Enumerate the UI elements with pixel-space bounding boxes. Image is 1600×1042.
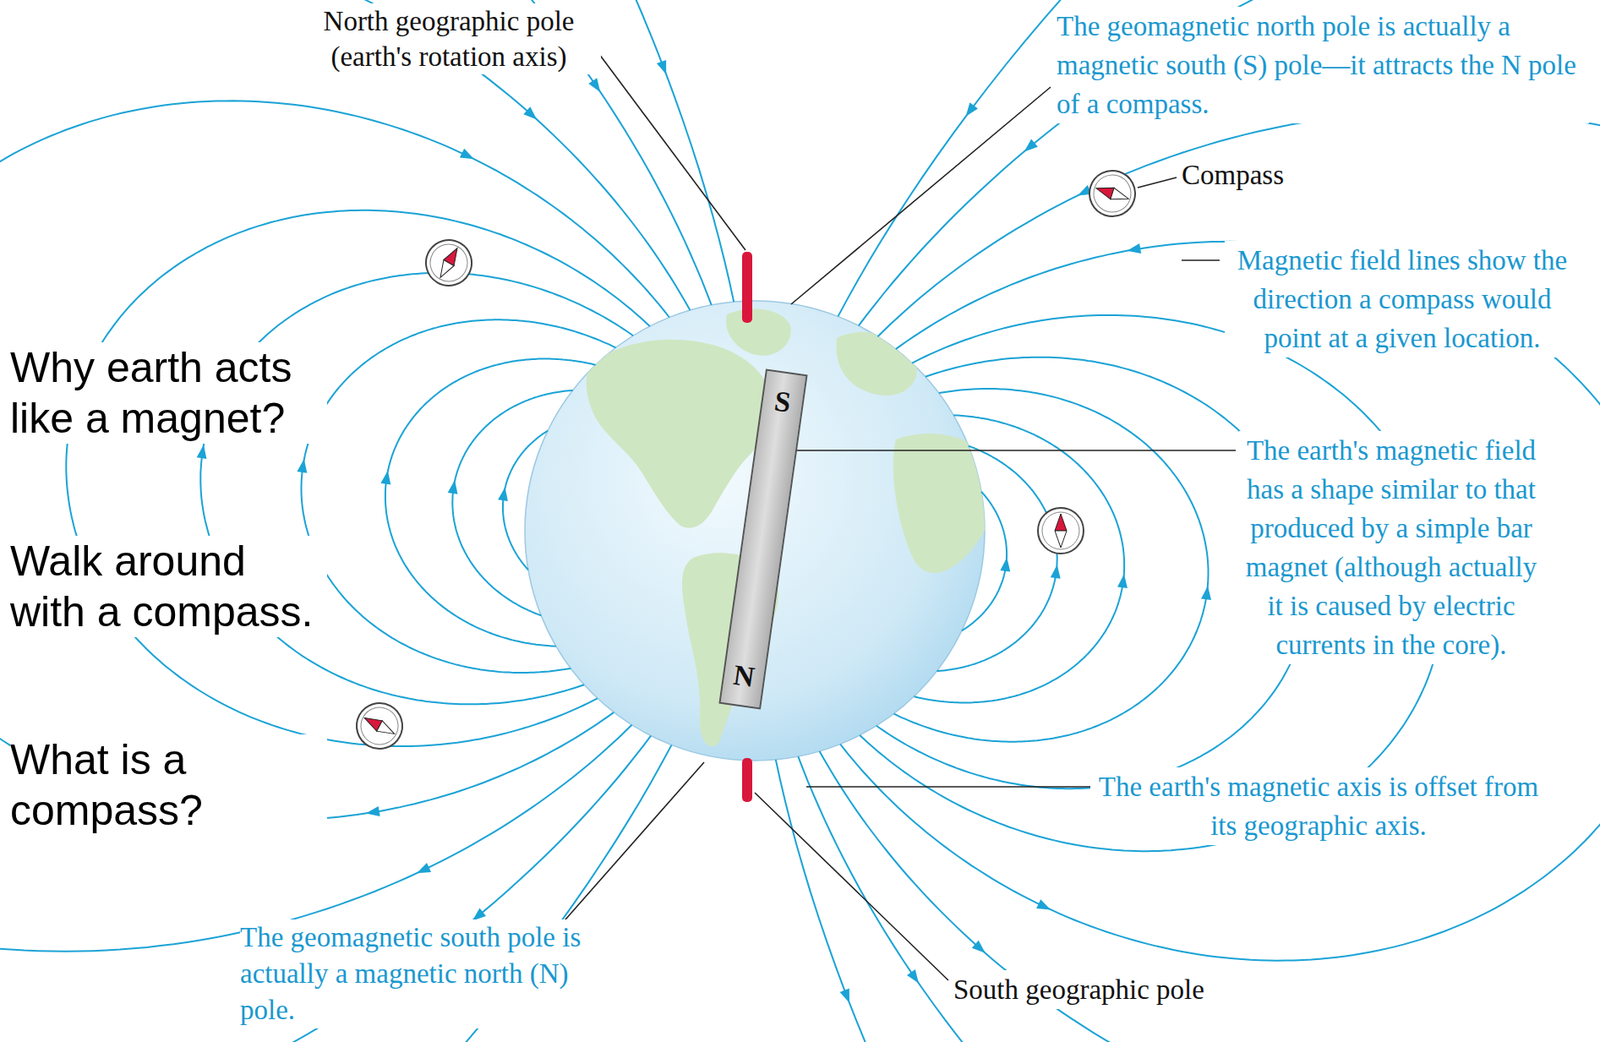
field-line bbox=[0, 0, 690, 952]
greenland bbox=[726, 309, 792, 356]
compass-dial bbox=[1042, 512, 1080, 550]
field-line bbox=[0, 0, 734, 1042]
field-line bbox=[0, 0, 712, 1042]
leader-line bbox=[806, 786, 1099, 788]
field-arrowhead bbox=[588, 77, 601, 93]
field-line bbox=[936, 446, 1057, 672]
leader-line bbox=[1181, 259, 1220, 262]
field-arrowhead bbox=[1036, 899, 1051, 910]
compass-case bbox=[1037, 507, 1084, 554]
compass-needle-south bbox=[435, 260, 454, 281]
compass-case bbox=[348, 694, 410, 757]
pole-label: North geographic pole (earth's rotation … bbox=[296, 3, 601, 75]
magnet-pole-letter: N bbox=[731, 658, 757, 695]
field-line bbox=[961, 491, 1007, 632]
question-text: What is a compass? bbox=[10, 734, 328, 836]
compass bbox=[1037, 507, 1084, 554]
field-arrowhead bbox=[1117, 573, 1128, 589]
pole-label: South geographic pole bbox=[953, 970, 1205, 1010]
field-line bbox=[797, 0, 1600, 1042]
field-line bbox=[65, 210, 650, 747]
field-arrowhead bbox=[416, 862, 432, 874]
field-arrowhead bbox=[656, 60, 667, 75]
africa bbox=[893, 433, 999, 574]
field-arrowhead bbox=[972, 940, 986, 954]
continents bbox=[586, 309, 999, 748]
field-line bbox=[301, 319, 617, 673]
south-geographic-pole-bar bbox=[742, 758, 753, 803]
compasses bbox=[348, 164, 1142, 758]
compass-needle-south bbox=[1054, 530, 1067, 548]
field-arrowhead bbox=[966, 102, 978, 117]
field-line bbox=[200, 273, 634, 705]
field-arrowhead bbox=[196, 444, 208, 459]
field-line bbox=[385, 359, 596, 647]
compass-dial bbox=[423, 237, 475, 289]
field-arrowhead bbox=[1126, 243, 1142, 254]
callout-note: The geomagnetic south pole is actually a… bbox=[240, 919, 587, 1029]
leader-line bbox=[754, 792, 949, 981]
compass-needle-south bbox=[1110, 187, 1131, 204]
field-arrowhead bbox=[1050, 564, 1061, 579]
field-line bbox=[452, 390, 573, 616]
compass-case bbox=[417, 231, 481, 295]
callout-note: The earth's magnetic axis is offset from… bbox=[1090, 767, 1547, 846]
compass bbox=[348, 694, 410, 757]
field-line bbox=[913, 415, 1125, 703]
compass bbox=[417, 231, 481, 295]
compass-needle-north bbox=[1054, 513, 1067, 531]
field-arrowhead bbox=[365, 806, 381, 817]
compass-case bbox=[1083, 164, 1142, 223]
field-arrowhead bbox=[447, 480, 459, 495]
field-arrowhead bbox=[1024, 139, 1038, 153]
field-line bbox=[0, 100, 670, 820]
field-line bbox=[894, 388, 1209, 743]
leader-line bbox=[591, 43, 746, 251]
field-arrowhead bbox=[906, 969, 919, 984]
leader-line bbox=[1137, 177, 1177, 188]
compass-needle-south bbox=[376, 720, 398, 740]
field-arrowhead bbox=[380, 470, 391, 486]
field-arrowhead bbox=[1201, 585, 1212, 601]
field-arrowhead bbox=[296, 458, 307, 474]
field-line bbox=[840, 241, 1600, 962]
compass-label: Compass bbox=[1181, 155, 1284, 195]
field-arrowhead bbox=[459, 148, 475, 159]
compass-dial bbox=[1088, 169, 1136, 217]
field-line bbox=[502, 431, 548, 571]
compass bbox=[1083, 164, 1142, 223]
callout-note: The geomagnetic north pole is actually a… bbox=[1056, 6, 1590, 124]
callout-note: The earth's magnetic field has a shape s… bbox=[1239, 431, 1544, 665]
leader-line bbox=[559, 762, 705, 927]
leader-line bbox=[791, 87, 1051, 305]
north-geographic-pole-bar bbox=[742, 251, 753, 323]
compass-dial bbox=[354, 700, 405, 752]
magnet-pole-letter: S bbox=[772, 383, 793, 420]
question-text: Why earth acts like a magnet? bbox=[10, 342, 328, 444]
question-text: Walk around with a compass. bbox=[10, 535, 328, 638]
field-line bbox=[775, 0, 1600, 1042]
field-arrowhead bbox=[523, 106, 537, 120]
field-line bbox=[819, 109, 1600, 1042]
field-arrowhead bbox=[999, 557, 1011, 573]
field-arrowhead bbox=[840, 988, 850, 1004]
field-arrowhead bbox=[497, 486, 508, 502]
leader-line bbox=[786, 449, 1236, 452]
callout-note: Magnetic field lines show the direction … bbox=[1224, 240, 1580, 358]
